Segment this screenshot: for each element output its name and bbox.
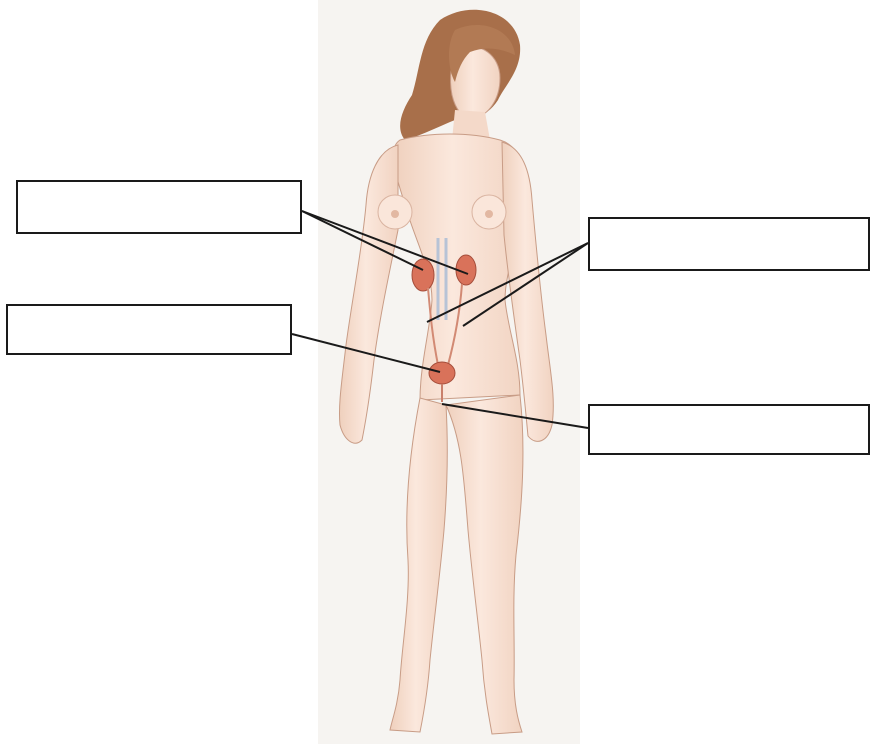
label-box-urinary-bladder[interactable] xyxy=(6,304,292,355)
left-kidney xyxy=(412,259,434,291)
label-box-urethra[interactable] xyxy=(588,404,870,455)
left-nipple xyxy=(391,210,399,218)
label-box-kidneys[interactable] xyxy=(16,180,302,234)
right-nipple xyxy=(485,210,493,218)
label-box-ureters[interactable] xyxy=(588,217,870,271)
urinary-bladder xyxy=(429,362,455,384)
